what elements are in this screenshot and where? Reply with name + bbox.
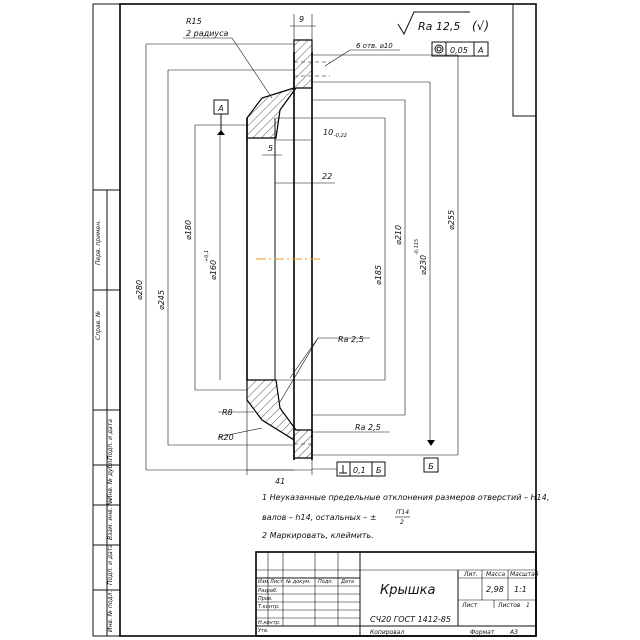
side-label-1: Перв. примен. bbox=[95, 220, 102, 265]
technical-notes: 1 Неуказанные предельные отклонения разм… bbox=[262, 493, 549, 540]
label-dim-10: 10 bbox=[323, 128, 333, 137]
dimension-lines bbox=[145, 14, 459, 475]
label-dia-230: ⌀230 bbox=[419, 255, 428, 275]
tb-format: А3 bbox=[509, 629, 518, 636]
svg-text:0,1: 0,1 bbox=[353, 466, 366, 475]
upper-flange-section bbox=[246, 39, 313, 139]
side-label-7: Инв. № подл. bbox=[107, 591, 114, 632]
label-r15: R15 bbox=[186, 17, 202, 26]
tb-sheets-count: 1 bbox=[526, 602, 530, 609]
title-block: Изм. Лист № докум. Подп. Дата Разраб. Пр… bbox=[255, 551, 539, 637]
side-label-3: Подп. и дата bbox=[107, 419, 114, 460]
tb-scale: 1:1 bbox=[514, 585, 527, 594]
svg-text:(√): (√) bbox=[472, 19, 489, 33]
tb-col-sign: Подп. bbox=[318, 579, 333, 585]
label-r20: R20 bbox=[218, 433, 234, 442]
label-dia-210: ⌀210 bbox=[394, 225, 403, 245]
tb-role-check: Пров. bbox=[258, 596, 273, 602]
runout-tolerance-frame: 0,05 А bbox=[431, 41, 489, 57]
tb-col-doc: № докум. bbox=[285, 579, 311, 585]
svg-text:0,05: 0,05 bbox=[450, 46, 468, 55]
note-1-den: 2 bbox=[400, 519, 404, 526]
label-ra25-lower: Ra 2,5 bbox=[355, 423, 381, 432]
tb-material: СЧ20 ГОСТ 1412-85 bbox=[370, 615, 451, 624]
datum-b: Б bbox=[423, 440, 439, 473]
label-holes: 6 отв. ⌀10 bbox=[356, 42, 393, 50]
label-dia-280: ⌀280 bbox=[135, 280, 144, 300]
label-dim-9: 9 bbox=[299, 15, 304, 24]
svg-text:А: А bbox=[477, 46, 483, 55]
label-dia-185: ⌀185 bbox=[374, 265, 383, 285]
tb-role-approve: Утв. bbox=[258, 628, 269, 634]
tb-lit: Лит. bbox=[463, 571, 478, 578]
label-dia-180: ⌀180 bbox=[184, 220, 193, 240]
tb-col-izm: Изм. bbox=[258, 579, 270, 585]
part-section bbox=[246, 39, 385, 460]
label-dim-10-tol: -0,22 bbox=[334, 133, 347, 139]
label-dim-5: 5 bbox=[268, 144, 273, 153]
tb-col-list: Лист bbox=[269, 579, 284, 585]
tb-copied: Копировал bbox=[370, 629, 404, 636]
tb-sheet: Лист bbox=[461, 602, 478, 609]
tb-part-name: Крышка bbox=[380, 583, 435, 598]
note-1-frac: IT14 bbox=[396, 509, 409, 516]
corner-stamp-box bbox=[512, 3, 537, 117]
tb-mass: 2,98 bbox=[486, 585, 504, 594]
tb-role-tcontr: Т.контр. bbox=[258, 604, 280, 610]
lower-flange-section bbox=[246, 379, 313, 459]
note-2: 2 Маркировать, клеймить. bbox=[262, 531, 374, 540]
label-dia-245: ⌀245 bbox=[157, 290, 166, 310]
label-ra25-upper: Ra 2,5 bbox=[338, 335, 364, 344]
label-dia-255: ⌀255 bbox=[447, 210, 456, 230]
roughness-symbol: Ra 12,5 (√) bbox=[397, 11, 489, 36]
note-1: 1 Неуказанные предельные отклонения разм… bbox=[262, 493, 549, 502]
tb-sheets: Листов bbox=[497, 602, 521, 609]
side-label-4: Инв. № дубл. bbox=[107, 459, 114, 500]
side-label-5: Взам. инв. № bbox=[107, 499, 114, 540]
svg-text:Ra 12,5: Ra 12,5 bbox=[418, 20, 460, 33]
label-dia-160: ⌀160 bbox=[209, 260, 218, 280]
side-label-6: Подп. и дата bbox=[107, 544, 114, 585]
sheet-border bbox=[92, 3, 537, 637]
side-label-2: Справ. № bbox=[95, 311, 102, 340]
side-strip: Перв. примен. Справ. № Подп. и дата Инв.… bbox=[93, 189, 120, 636]
perpendicularity-frame: 0,1 Б bbox=[312, 461, 386, 477]
note-1b: валов – h14, остальных – ± bbox=[262, 513, 377, 522]
label-dim-41: 41 bbox=[275, 477, 285, 486]
drawing-frame bbox=[119, 3, 537, 637]
tb-role-ncontr: Н.контр. bbox=[258, 620, 280, 626]
tb-mass-label: Масса bbox=[486, 571, 505, 578]
svg-text:Б: Б bbox=[376, 466, 382, 475]
svg-text:Б: Б bbox=[428, 462, 434, 471]
tb-col-date: Дата bbox=[340, 579, 354, 585]
label-dim-22: 22 bbox=[322, 172, 332, 181]
datum-a: А bbox=[213, 99, 229, 135]
label-r8: R8 bbox=[222, 408, 233, 417]
tb-format-label: Формат bbox=[470, 629, 495, 636]
tb-scale-label: Масштаб bbox=[510, 571, 539, 578]
label-two-radii: 2 радиуса bbox=[186, 29, 228, 38]
label-dia-160-tol: +0,1 bbox=[204, 250, 210, 262]
dimension-texts: R15 2 радиуса 9 6 отв. ⌀10 10 -0,22 5 22… bbox=[135, 15, 456, 486]
svg-text:А: А bbox=[217, 104, 223, 113]
label-dia-230-tol: -0,115 bbox=[414, 239, 420, 255]
tb-role-dev: Разраб. bbox=[258, 588, 278, 594]
